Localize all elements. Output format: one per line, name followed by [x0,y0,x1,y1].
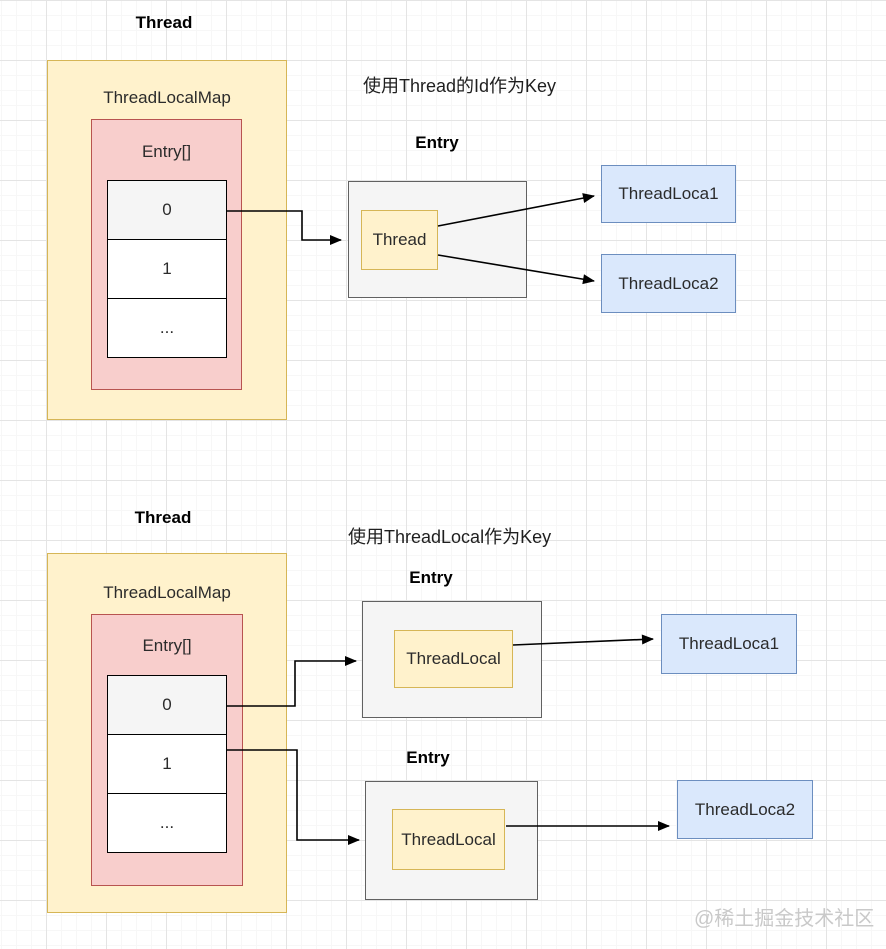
bottom-entry1-title: Entry [409,568,453,587]
bottom-entry-array-label: Entry[] [142,636,192,655]
bottom-caption: 使用ThreadLocal作为Key [348,527,552,547]
top-threadlocal1-box: ThreadLoca1 [601,165,736,223]
top-caption: 使用Thread的Id作为Key [363,76,557,96]
bottom-entry-array-table: 0 1 ... [107,675,227,853]
bottom-threadlocal-key2-box: ThreadLocal [392,809,505,870]
top-threadlocalmap-label: ThreadLocalMap [103,88,231,107]
top-array-cell-0: 0 [107,180,227,240]
top-entry-array-label: Entry[] [141,142,192,161]
bottom-array-cell-rest: ... [107,793,227,853]
bottom-array-cell-1: 1 [107,734,227,794]
top-thread-title: Thread [135,13,193,32]
bottom-entry2-title: Entry [406,748,450,767]
bottom-thread-title: Thread [134,508,192,527]
bottom-array-cell-0: 0 [107,675,227,735]
top-entry-title: Entry [415,133,459,152]
bottom-threadlocal-key1-box: ThreadLocal [394,630,513,688]
top-thread-key-box: Thread [361,210,438,270]
top-entry-array-table: 0 1 ... [107,180,227,358]
top-array-cell-rest: ... [107,298,227,358]
top-array-cell-1: 1 [107,239,227,299]
bottom-threadlocal2-box: ThreadLoca2 [677,780,813,839]
bottom-threadlocal1-box: ThreadLoca1 [661,614,797,674]
bottom-threadlocalmap-label: ThreadLocalMap [103,583,231,602]
top-threadlocal2-box: ThreadLoca2 [601,254,736,313]
watermark: @稀土掘金技术社区 [694,908,875,930]
